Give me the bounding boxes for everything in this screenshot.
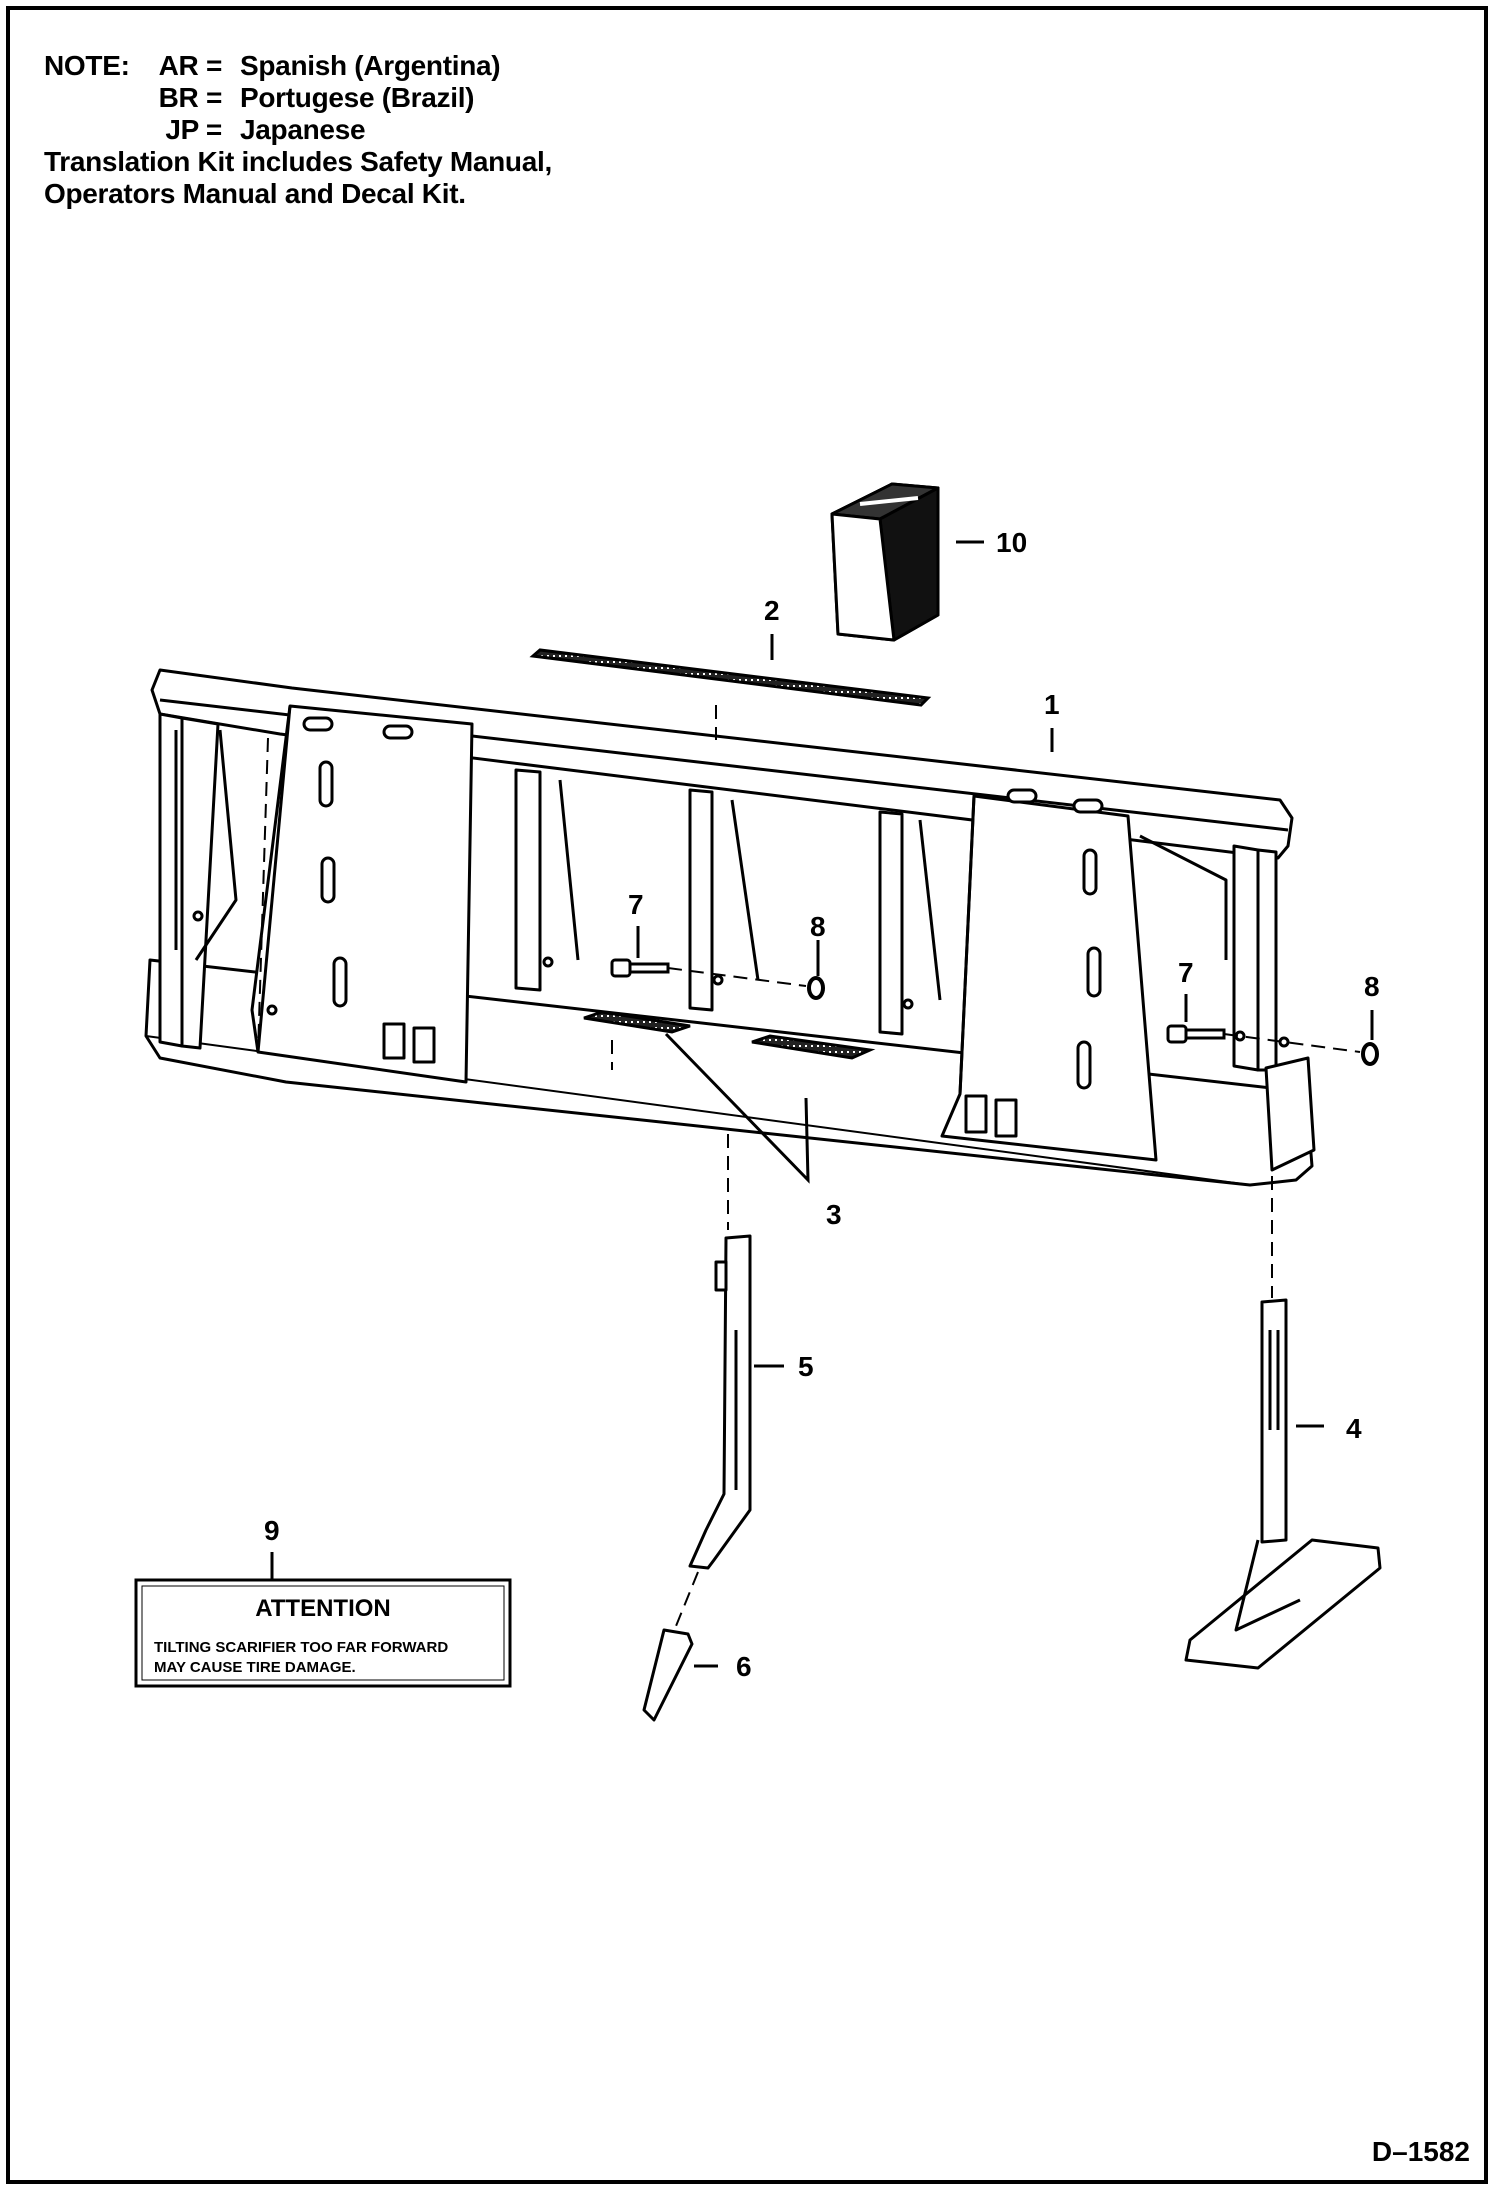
callout-7b: 7 (1178, 957, 1194, 988)
leader-lines (270, 540, 1374, 1668)
bolt-left (610, 958, 670, 978)
small-decal-left (583, 1010, 691, 1034)
small-decal-right (751, 1034, 876, 1060)
top-decal-strip (529, 648, 932, 707)
note-label: NOTE: (44, 50, 130, 81)
note-kit-line-2: Operators Manual and Decal Kit. (44, 178, 466, 209)
attention-decal: ATTENTION TILTING SCARIFIER TOO FAR FORW… (134, 1578, 512, 1688)
note-code: BR = (158, 82, 223, 113)
bolt-right (1166, 1024, 1226, 1044)
decal-line-1: TILTING SCARIFIER TOO FAR FORWARD (154, 1639, 448, 1656)
note-code: AR = (158, 50, 223, 81)
page-border (6, 6, 1488, 2184)
drawing-number: D–1582 (1371, 2136, 1470, 2167)
decal-title: ATTENTION (255, 1595, 391, 1622)
tine-foot (1184, 1298, 1382, 1670)
note-row-br: BR = Portugese (Brazil) (44, 82, 552, 114)
callout-8a: 8 (810, 911, 826, 942)
callout-6: 6 (736, 1651, 752, 1682)
note-code: JP = (165, 114, 222, 145)
note-kit-line-1: Translation Kit includes Safety Manual, (44, 146, 552, 177)
scarifier-frame (144, 668, 1316, 1187)
nut-left (807, 976, 825, 1000)
callout-3: 3 (826, 1199, 842, 1230)
translation-kit-box (830, 482, 940, 642)
assembly-dashed-lines (257, 705, 1361, 1627)
decal-line-2: MAY CAUSE TIRE DAMAGE. (154, 1659, 356, 1676)
callout-4: 4 (1346, 1413, 1362, 1444)
nut-right (1361, 1042, 1379, 1066)
callout-1: 1 (1044, 689, 1060, 720)
note-language: Portugese (Brazil) (240, 82, 475, 113)
note-language: Spanish (Argentina) (240, 50, 501, 81)
callout-5: 5 (798, 1351, 814, 1382)
translation-note: NOTE: AR = Spanish (Argentina) BR = Port… (44, 50, 552, 210)
shank (688, 1234, 752, 1570)
note-language: Japanese (240, 114, 366, 145)
callout-numbers: 10 2 1 7 8 7 8 3 5 4 6 9 (264, 527, 1380, 1682)
note-row-jp: JP = Japanese (44, 114, 552, 146)
callout-2: 2 (764, 595, 780, 626)
callout-10: 10 (996, 527, 1027, 558)
callout-9: 9 (264, 1515, 280, 1546)
shank-tooth (642, 1628, 694, 1722)
callout-7a: 7 (628, 889, 644, 920)
note-row-ar: NOTE: AR = Spanish (Argentina) (44, 50, 552, 82)
callout-8b: 8 (1364, 971, 1380, 1002)
